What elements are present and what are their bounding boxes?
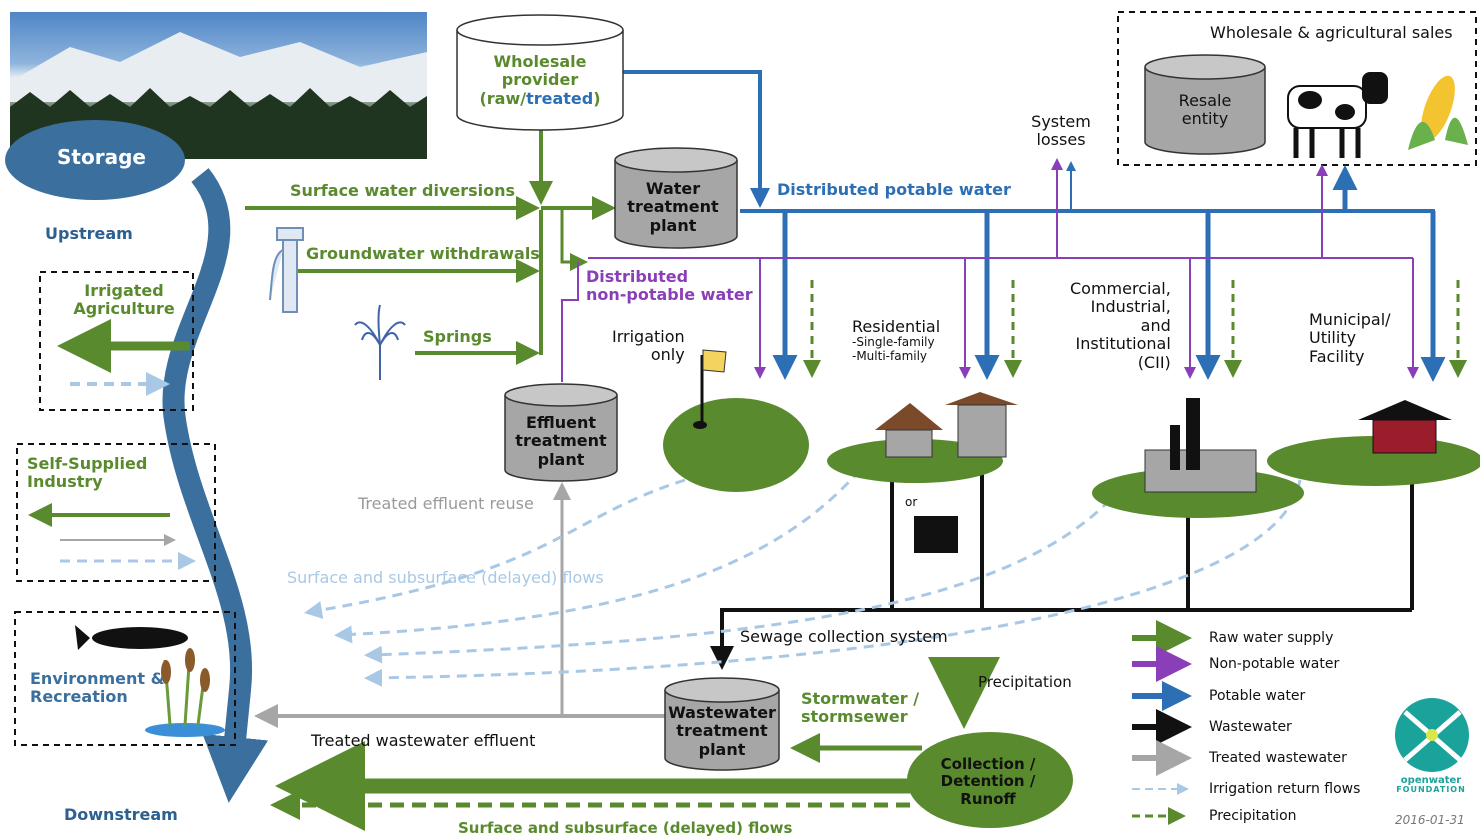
precipitation-label: Precipitation bbox=[978, 673, 1072, 691]
downstream-label: Downstream bbox=[64, 805, 178, 824]
cattail-icon bbox=[145, 648, 225, 737]
storage-reservoir bbox=[5, 120, 185, 200]
house-icon bbox=[875, 392, 1018, 553]
resale-title: Wholesale & agricultural sales bbox=[1210, 23, 1453, 42]
distributed-potable-label: Distributed potable water bbox=[777, 180, 1011, 199]
logo-text: openwater FOUNDATION bbox=[1396, 775, 1466, 794]
golf-course-land bbox=[663, 398, 809, 492]
environment-label: Environment & Recreation bbox=[30, 669, 165, 707]
cii-label: Commercial, Industrial, and Institutiona… bbox=[1070, 279, 1171, 372]
system-losses-label: System losses bbox=[1031, 112, 1091, 150]
delayed-flows-lower-label: Surface and subsurface (delayed) flows bbox=[458, 819, 793, 837]
fish-icon bbox=[75, 625, 188, 650]
raw-water-flows bbox=[28, 125, 1467, 831]
legend-treated-wastewater: Treated wastewater bbox=[1209, 750, 1347, 766]
stormwater-label: Stormwater / stormsewer bbox=[801, 689, 920, 727]
treated-effluent-reuse-label: Treated effluent reuse bbox=[358, 494, 534, 513]
wastewater-treatment-tank bbox=[664, 677, 780, 771]
legend-wastewater: Wastewater bbox=[1209, 719, 1292, 735]
resale-entity-label: Resale entity bbox=[1178, 91, 1232, 129]
irrigated-ag-box bbox=[39, 271, 194, 411]
springs-label: Springs bbox=[423, 327, 492, 346]
factory-icon bbox=[1144, 398, 1257, 493]
self-supplied-label: Self-Supplied Industry bbox=[27, 454, 148, 492]
collection-pond bbox=[907, 732, 1073, 828]
residential-label: Residential -Single-family -Multi-family bbox=[852, 317, 941, 364]
or-label: or bbox=[905, 495, 918, 509]
irrigated-ag-label: Irrigated Agriculture bbox=[73, 281, 175, 319]
legend-swatches bbox=[1132, 620, 1192, 825]
resale-box bbox=[1117, 11, 1477, 166]
irrigation-return-flows bbox=[60, 372, 1302, 687]
treated-wastewater-flows bbox=[60, 482, 665, 728]
openwater-logo bbox=[1395, 698, 1469, 772]
legend-irrigation-return: Irrigation return flows bbox=[1209, 781, 1361, 797]
wholesale-provider-label: Wholesale provider (raw/treated) bbox=[479, 52, 601, 108]
treated-ww-effluent-label: Treated wastewater effluent bbox=[311, 731, 536, 750]
corn-icon bbox=[1408, 75, 1468, 150]
wastewater-treatment-label: Wastewater treatment plant bbox=[668, 703, 776, 759]
resale-entity-tank bbox=[1144, 54, 1266, 155]
legend-nonpotable: Non-potable water bbox=[1209, 656, 1340, 672]
groundwater-label: Groundwater withdrawals bbox=[306, 244, 540, 263]
effluent-treatment-tank bbox=[504, 383, 618, 482]
golf-flag-icon bbox=[693, 349, 727, 429]
river bbox=[5, 120, 269, 803]
legend-raw-water: Raw water supply bbox=[1209, 630, 1334, 646]
legend-precipitation: Precipitation bbox=[1209, 808, 1297, 824]
self-supplied-box bbox=[16, 443, 216, 582]
water-pump-icon bbox=[269, 227, 304, 313]
sewage-label: Sewage collection system bbox=[740, 627, 948, 646]
effluent-treatment-label: Effluent treatment plant bbox=[515, 413, 607, 469]
cow-icon bbox=[1287, 72, 1388, 158]
upstream-label: Upstream bbox=[45, 224, 133, 243]
potable-flows bbox=[597, 70, 1446, 382]
irrigation-only-label: Irrigation only bbox=[612, 327, 685, 365]
surface-diversions-label: Surface water diversions bbox=[290, 181, 516, 200]
environment-box bbox=[14, 611, 236, 746]
date-label: 2016-01-31 bbox=[1395, 813, 1465, 827]
wholesale-provider-tank bbox=[456, 14, 624, 131]
nonpotable-flows bbox=[561, 158, 1419, 382]
legend-potable: Potable water bbox=[1209, 688, 1306, 704]
collection-label: Collection / Detention / Runoff bbox=[940, 755, 1036, 808]
storage-label: Storage bbox=[57, 145, 146, 169]
water-treatment-tank bbox=[614, 147, 738, 249]
municipal-label: Municipal/ Utility Facility bbox=[1309, 310, 1391, 366]
water-treatment-label: Water treatment plant bbox=[627, 179, 719, 235]
delayed-flows-upper-label: Surface and subsurface (delayed) flows bbox=[287, 568, 604, 587]
municipal-building-icon bbox=[1358, 400, 1452, 454]
distributed-nonpotable-label: Distributed non-potable water bbox=[586, 267, 753, 305]
spring-fountain-icon bbox=[354, 304, 406, 380]
